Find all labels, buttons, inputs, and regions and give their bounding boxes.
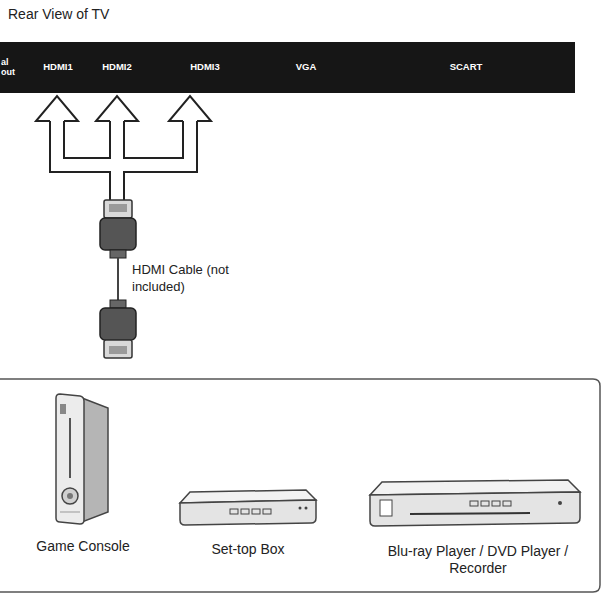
port-label: VGA [296, 61, 317, 72]
device-group-outline [0, 378, 602, 594]
hdmi-cable [117, 258, 119, 300]
device-label: Game Console [36, 538, 129, 555]
device-label: Blu-ray Player / DVD Player / Recorder [360, 543, 596, 577]
port-label: HDMI2 [102, 61, 132, 72]
game-console [56, 394, 108, 524]
set-top-box [180, 490, 316, 525]
port-label: al out [1, 57, 19, 77]
diagram-title: Rear View of TV [8, 6, 109, 22]
port-label: SCART [450, 61, 483, 72]
bluray-player [370, 480, 580, 526]
arrow-bracket [36, 96, 211, 202]
hdmi-plug [100, 300, 136, 358]
device-group: Game Console Set-top Box Blu-ray Player / … [0, 378, 602, 594]
group-outline [0, 379, 600, 592]
port-label: HDMI3 [190, 61, 220, 72]
tv-port-bar: al out HDMI1 HDMI2 HDMI3 VGA SCART [0, 42, 575, 93]
hdmi-plug [100, 200, 136, 258]
cable-label: HDMI Cable (not included) [132, 261, 236, 295]
port-label: HDMI1 [43, 61, 73, 72]
device-label: Set-top Box [211, 541, 284, 558]
